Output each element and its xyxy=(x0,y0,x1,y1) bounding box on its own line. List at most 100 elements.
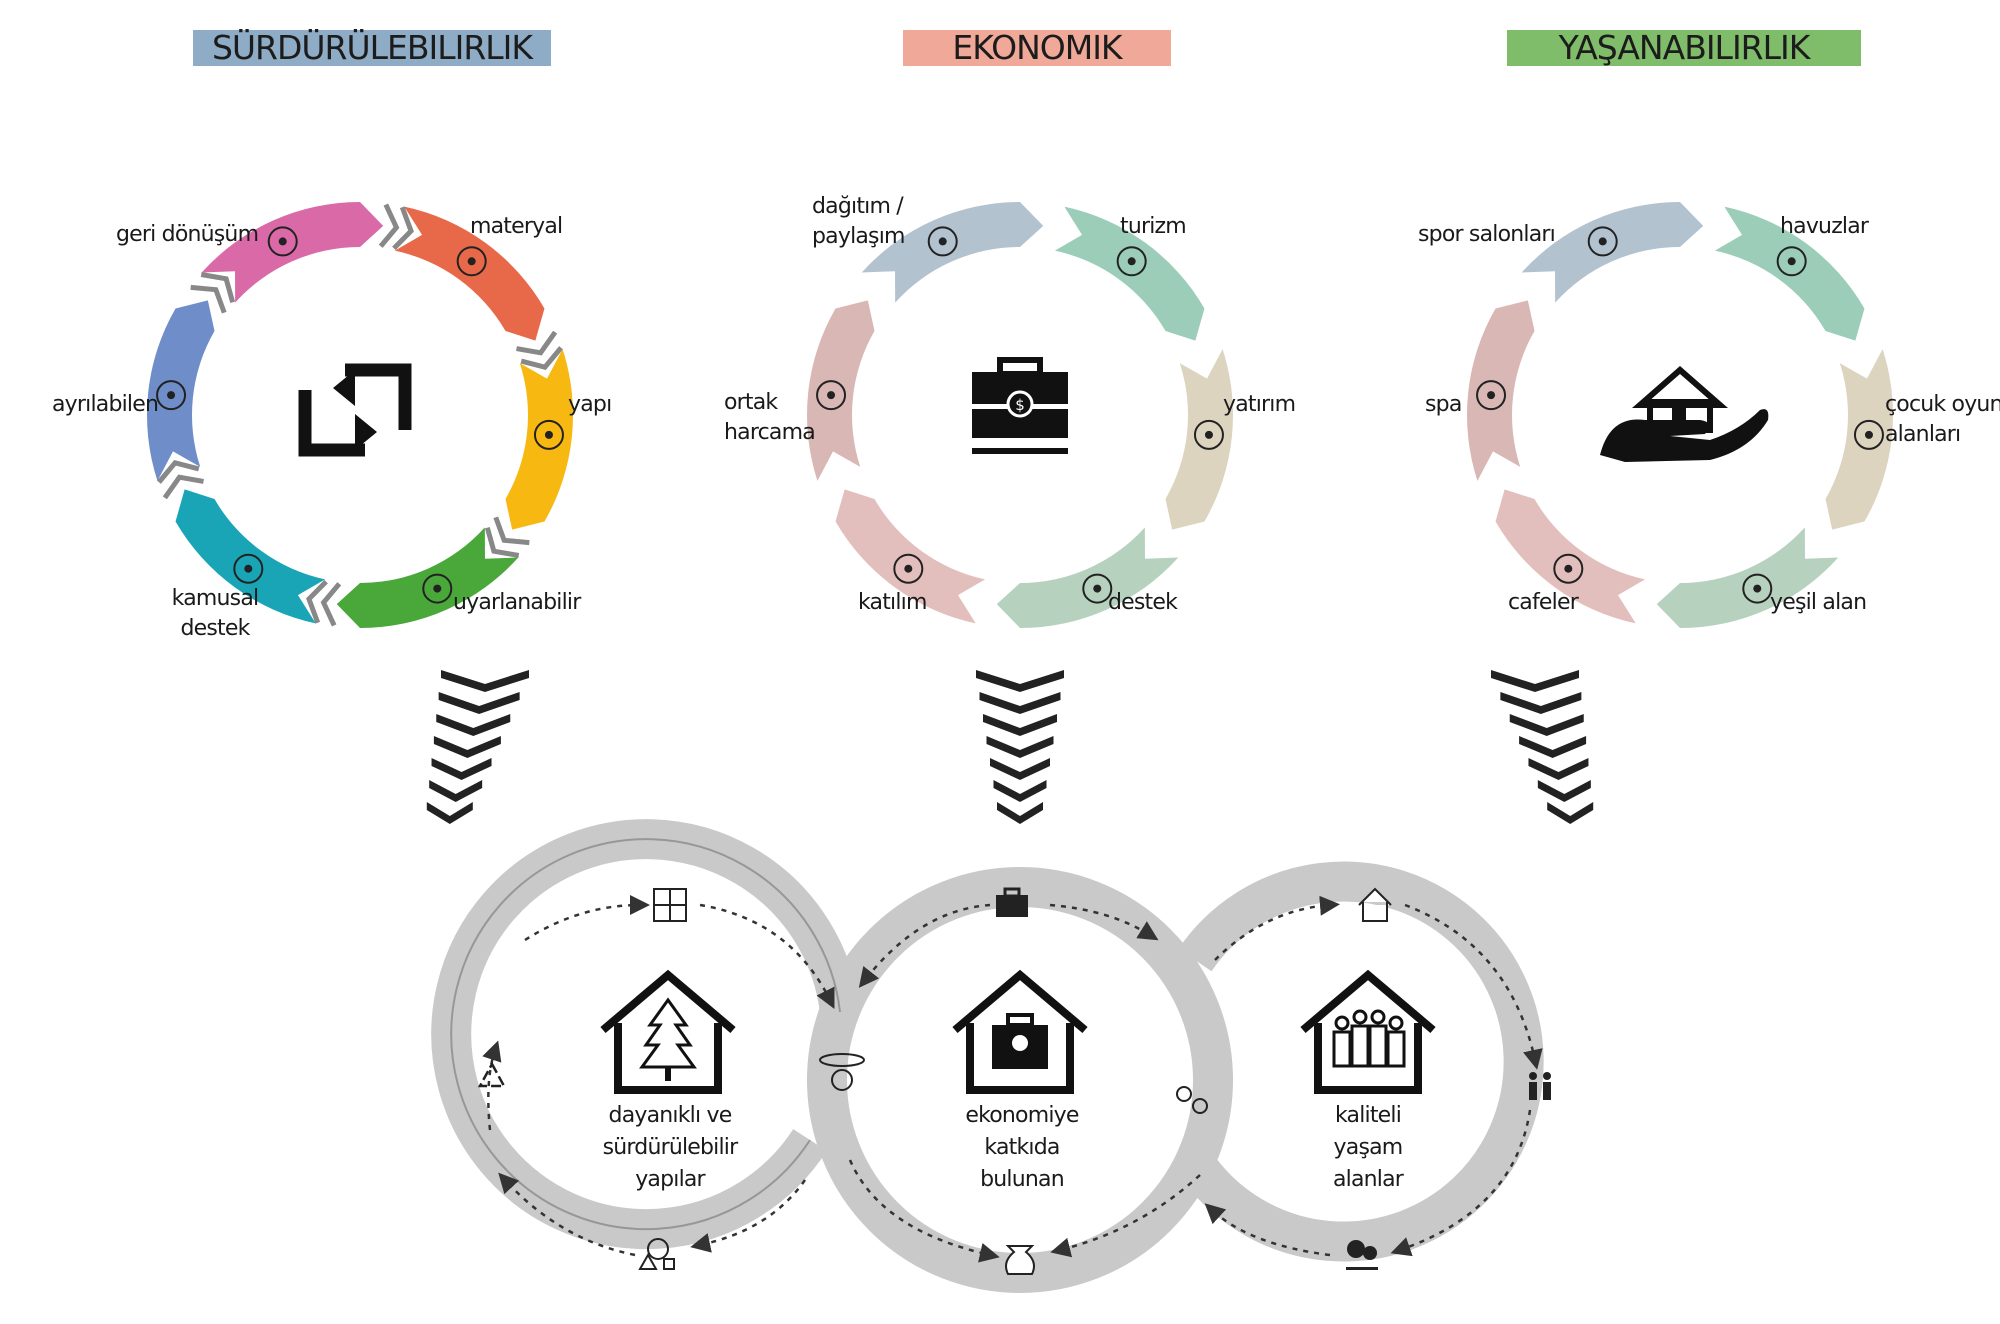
segment-chevron xyxy=(200,272,236,304)
segment-chevron xyxy=(980,582,1002,627)
chevron-down-icon xyxy=(990,758,1050,780)
bottom-middle-line1: ekonomiye xyxy=(965,1103,1079,1128)
cycle-segment-4 xyxy=(1495,489,1646,624)
swimmer-icon xyxy=(1776,246,1807,277)
bottom-left-text: dayanıklı ve sürdürülebilir yapılar xyxy=(570,1100,770,1196)
label-ortak-harcama: ortak harcama xyxy=(724,388,816,448)
cycle-ekonomik xyxy=(807,202,1234,628)
segment-chevron xyxy=(1144,526,1180,558)
money-bag-icon xyxy=(1193,419,1224,450)
segment-chevron xyxy=(1052,206,1074,251)
chevron-down-icon xyxy=(983,714,1057,736)
bottom-left-line3: yapılar xyxy=(635,1167,705,1192)
puzzle-icon xyxy=(156,380,187,411)
cycle-segment-5 xyxy=(147,300,215,481)
label-kamusal-destek: kamusal destek xyxy=(155,584,275,644)
segment-chevron xyxy=(1176,330,1218,356)
chevron-down-icon xyxy=(1547,802,1594,824)
house-people-icon xyxy=(1300,969,1436,1094)
label-dagitim: dağıtım / xyxy=(812,194,904,219)
loop-adapt-shapes-icon xyxy=(638,1238,675,1270)
bottom-left-line2: sürdürülebilir xyxy=(602,1135,739,1160)
segment-chevron xyxy=(966,579,988,624)
chevron-arrows xyxy=(426,670,1594,824)
bottom-loops xyxy=(431,819,1551,1293)
bottle-icon xyxy=(456,246,487,277)
adapt-shapes-icon xyxy=(422,573,453,604)
segment-chevron xyxy=(1698,203,1720,248)
label-alanlari: alanları xyxy=(1885,422,1961,447)
segment-chevron xyxy=(484,526,520,558)
segment-chevron xyxy=(520,346,563,370)
loop-money-bag-icon xyxy=(1005,1245,1035,1275)
trees-icon xyxy=(1742,573,1773,604)
crane-icon xyxy=(533,419,564,450)
cycle-segment-1 xyxy=(1054,206,1205,341)
segment-chevron xyxy=(516,330,558,356)
recycle-icon xyxy=(267,226,298,257)
cycle-segment-5 xyxy=(1467,300,1535,481)
loop-recycle-icon xyxy=(477,1061,507,1088)
segment-chevron xyxy=(1482,474,1524,500)
loop-people-icon xyxy=(1529,1072,1551,1100)
chevron-down-icon xyxy=(1519,736,1587,758)
segment-chevron xyxy=(1038,203,1060,248)
header-ekonomik: EKONOMIK xyxy=(903,30,1171,66)
label-uyarlanabilir: uyarlanabilir xyxy=(453,590,581,615)
label-kamusal: kamusal xyxy=(171,586,259,611)
label-spa: spa xyxy=(1425,392,1462,417)
segment-chevron xyxy=(850,284,887,314)
header-surdurulebilirlik: SÜRDÜRÜLEBILIRLIK xyxy=(193,30,551,66)
segment-chevron xyxy=(1153,516,1190,546)
label-spor-salonlari: spor salonları xyxy=(1418,222,1556,247)
segment-chevron xyxy=(1813,516,1850,546)
loop-briefcase-icon xyxy=(996,887,1028,917)
cycle-segment-2 xyxy=(1825,349,1893,530)
label-paylasim: paylaşım xyxy=(812,224,905,249)
label-destek: destek xyxy=(180,616,250,641)
chevron-down-icon xyxy=(429,780,483,802)
swings-icon xyxy=(1853,419,1884,450)
segment-chevron xyxy=(1510,284,1547,314)
heart-hand-icon xyxy=(1082,573,1113,604)
loop-house-icon xyxy=(1358,887,1392,922)
gym-icon xyxy=(1587,226,1618,257)
cutlery-icon xyxy=(1553,553,1584,584)
cycle-segment-2 xyxy=(505,349,573,530)
cycle-segment-5 xyxy=(807,300,875,481)
chevron-down-icon xyxy=(1537,780,1591,802)
label-cocuk-oyun: çocuk oyun alanları xyxy=(1885,390,2000,450)
chevron-down-icon xyxy=(979,692,1061,714)
chevron-down-icon xyxy=(433,736,501,758)
chevron-down-icon xyxy=(431,758,492,780)
segment-chevron xyxy=(190,284,227,314)
hands-icon xyxy=(927,226,958,257)
cycle-segment-4 xyxy=(835,489,986,624)
header-yasanabilirlik: YAŞANABILIRLIK xyxy=(1507,30,1861,66)
segment-chevron xyxy=(1520,272,1556,304)
hand-coin-icon xyxy=(233,553,264,584)
label-materyal: materyal xyxy=(470,214,563,239)
segment-chevron xyxy=(306,579,328,624)
label-yesil-alan: yeşil alan xyxy=(1770,590,1867,615)
chevron-down-icon xyxy=(1500,692,1582,714)
cycle-surdurulebilirlik xyxy=(147,202,573,628)
briefcase-icon: $ xyxy=(970,357,1070,454)
label-katilim: katılım xyxy=(858,590,927,615)
segment-chevron xyxy=(162,474,204,500)
chevron-down-icon xyxy=(426,802,473,824)
segment-chevron xyxy=(822,474,864,500)
label-havuzlar: havuzlar xyxy=(1780,214,1869,239)
label-ayrilabilen: ayrılabilen xyxy=(52,392,159,417)
spa-stones-icon xyxy=(1476,380,1507,411)
chevron-down-icon xyxy=(1509,714,1584,736)
label-harcama: harcama xyxy=(724,420,816,445)
bottom-left-line1: dayanıklı ve xyxy=(608,1103,733,1128)
label-destek-eko: destek xyxy=(1108,590,1178,615)
swap-arrows-icon xyxy=(298,363,412,457)
label-yatirim: yatırım xyxy=(1223,392,1296,417)
label-cocuk: çocuk oyun xyxy=(1885,392,2000,417)
segment-chevron xyxy=(157,460,200,484)
cycle-segment-1 xyxy=(394,206,545,341)
